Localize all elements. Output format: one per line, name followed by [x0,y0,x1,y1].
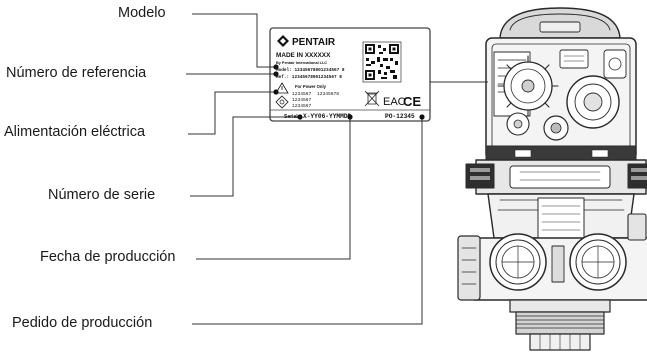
label-power-line-3: 1234567 [292,103,312,109]
leader-fecha [196,117,351,260]
label-power-line-1b: 12345678 [317,91,339,97]
label-power-line-1: 1234567 [292,91,312,97]
callout-modelo: Modelo [118,5,166,21]
callout-numero-serie: Número de serie [48,187,156,203]
callout-numero-referencia: Número de referencia [6,65,147,81]
label-power-title: For Power Only [295,84,327,89]
callout-lines [186,13,488,325]
label-ce-mark: CE [403,94,421,109]
callout-alimentacion-electrica: Alimentación eléctrica [4,124,146,140]
leader-dot-modelo [273,64,279,70]
product-label: PENTAIR MADE IN XXXXXX By Pentair Intern… [269,27,431,122]
leader-alimentacion [188,91,276,135]
leader-dot-serie [297,114,303,120]
leader-dot-referencia [273,71,279,77]
leader-dot-pedido [419,114,425,120]
callout-fecha-produccion: Fecha de producción [40,249,176,265]
leader-pedido [192,117,423,325]
control-valve-illustration [457,7,647,351]
leader-dot-alimentacion [273,89,279,95]
label-power-line-2: 1234567 [292,97,312,103]
label-by-line: By Pentair International LLC [276,61,327,65]
label-eac-mark: EAC [383,96,406,108]
label-serial-value: X-YY06-YYMMDD [303,113,352,120]
leader-serie [190,116,300,197]
label-order-value: PO-12345 [385,113,415,120]
power-symbol-icon [275,95,289,109]
label-model-code: Model: 12345678901234567 8 [276,68,345,73]
leader-dot-fecha [347,114,353,120]
pentair-diamond-logo [277,35,289,47]
label-brand: PENTAIR [292,37,336,48]
warning-triangle-icon [275,82,289,94]
callout-pedido-produccion: Pedido de producción [12,315,153,331]
label-ref-code: Ref.: 12345678901234567 8 [276,75,342,80]
label-made-in: MADE IN XXXXXX [276,52,331,59]
qr-code-icon [362,41,402,83]
leader-modelo [192,13,276,68]
crossed-bin-icon [364,90,380,107]
